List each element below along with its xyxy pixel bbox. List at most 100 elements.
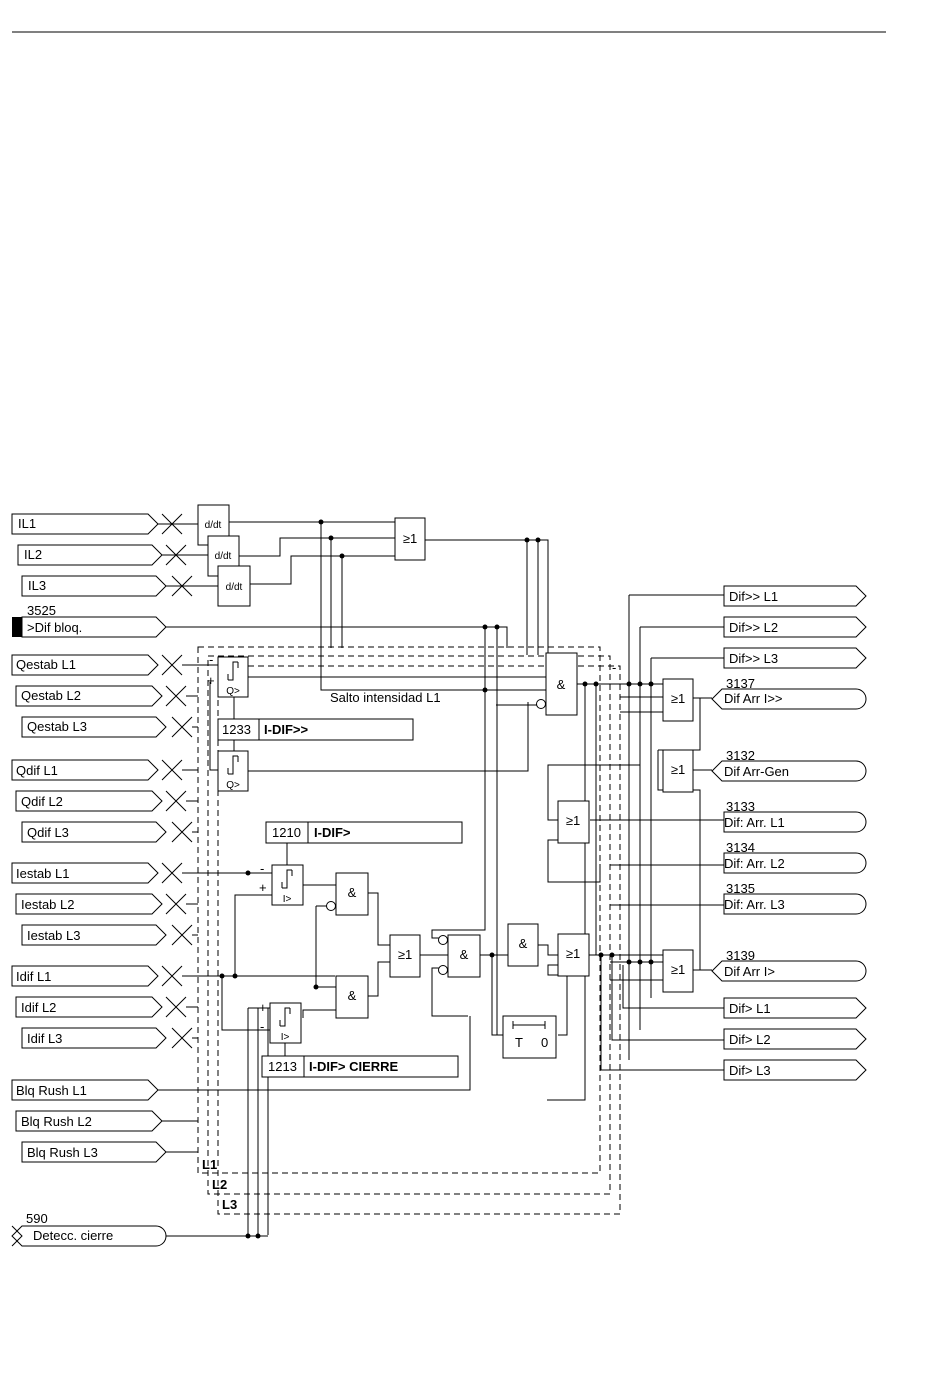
svg-text:Idif L1: Idif L1 [16,969,51,984]
svg-text:≥1: ≥1 [398,947,412,962]
svg-text:+: + [259,880,267,895]
svg-text:Dif>> L2: Dif>> L2 [729,620,778,635]
input-qdif-l1 [11,759,159,781]
svg-text:3137: 3137 [726,676,755,691]
svg-text:1233: 1233 [222,722,251,737]
param-1233 [217,718,414,741]
svg-text:Dif Arr-Gen: Dif Arr-Gen [724,764,789,779]
svg-text:Dif: Arr. L1: Dif: Arr. L1 [724,815,785,830]
svg-text:≥1: ≥1 [671,691,685,706]
salto-label: Salto intensidad L1 [330,690,441,705]
svg-text:Qestab L3: Qestab L3 [27,719,87,734]
svg-text:3132: 3132 [726,748,755,763]
svg-text:≥1: ≥1 [671,962,685,977]
input-iestab-l3 [21,924,167,946]
input-qestab-l2 [15,685,163,707]
svg-text:3134: 3134 [726,840,755,855]
param-1210 [265,821,463,844]
input-il1 [11,513,159,535]
svg-text:>Dif bloq.: >Dif bloq. [27,620,82,635]
output-dif-arr-l2 [723,852,867,874]
svg-text:Iestab L1: Iestab L1 [16,866,70,881]
junction-dots [219,519,654,1239]
output-difhh-l3 [723,647,867,669]
svg-text:1213: 1213 [268,1059,297,1074]
output-dif-arr-l3 [723,893,867,915]
output-difhh-l1 [723,585,867,607]
svg-text:Blq Rush L3: Blq Rush L3 [27,1145,98,1160]
svg-text:Dif Arr I>>: Dif Arr I>> [724,691,783,706]
svg-text:&: & [557,677,566,692]
frame-l1 [197,646,601,1174]
input-iestab-l1 [11,862,159,884]
svg-text:IL2: IL2 [24,547,42,562]
input-rush-l1 [11,1079,159,1101]
hysteresis-icon [228,755,238,775]
or-gate-right [557,933,590,977]
svg-text:3525: 3525 [27,603,56,618]
input-qdif-l3 [21,821,167,843]
output-dif-arr-ihh [711,688,867,710]
output-difh-l2 [723,1028,867,1050]
frame-l2-label: L2 [212,1177,227,1192]
svg-text:I>: I> [281,1032,290,1043]
output-dif-arr-gen [711,760,867,782]
svg-text:Dif Arr I>: Dif Arr I> [724,964,775,979]
timer-block [502,1015,557,1059]
input-rush-l2 [15,1110,163,1132]
svg-text:d/dt: d/dt [226,582,243,593]
svg-text:≥1: ≥1 [566,946,580,961]
or-gate-didt [394,517,426,561]
svg-text:T: T [515,1035,523,1050]
and-gate-5 [507,923,539,967]
hysteresis-icon [228,661,238,681]
frame-l1-label: L1 [202,1157,217,1172]
svg-text:3139: 3139 [726,948,755,963]
or-gate-mid [389,934,421,978]
frame-l2 [207,655,611,1195]
svg-text:0: 0 [541,1035,548,1050]
svg-text:Blq Rush L1: Blq Rush L1 [16,1083,87,1098]
svg-text:I-DIF> CIERRE: I-DIF> CIERRE [309,1059,399,1074]
svg-text:-: - [612,660,616,675]
wires [158,521,724,1237]
svg-text:&: & [519,936,528,951]
output-difh-l3 [723,1059,867,1081]
hysteresis-icon [282,869,292,889]
or-gate-arr-gen [662,749,694,793]
and-gate-2 [335,872,369,916]
svg-text:Qdif L1: Qdif L1 [16,763,58,778]
svg-text:Qestab L2: Qestab L2 [21,688,81,703]
frame-l3-label: L3 [222,1197,237,1212]
svg-text:Qestab L1: Qestab L1 [16,657,76,672]
svg-text:IL1: IL1 [18,516,36,531]
svg-text:Dif>> L3: Dif>> L3 [729,651,778,666]
svg-text:Dif: Arr. L3: Dif: Arr. L3 [724,897,785,912]
blocking-marker [12,617,22,637]
input-iestab-l2 [15,893,163,915]
negation-circle [536,699,546,709]
svg-text:I>: I> [283,894,292,905]
svg-text:Qdif L2: Qdif L2 [21,794,63,809]
svg-text:Dif> L2: Dif> L2 [729,1032,771,1047]
or-gate-gating [557,800,590,844]
inputs: IL1 IL2 IL3 3525 >Dif bloq. Qestab L1 Qe… [11,513,167,1247]
and-gate-4 [447,934,481,978]
svg-text:Iestab L2: Iestab L2 [21,897,75,912]
svg-text:+: + [207,673,215,688]
svg-text:+: + [259,1000,267,1015]
param-1213 [261,1055,459,1078]
svg-text:Q>: Q> [226,686,240,697]
svg-text:Blq Rush L2: Blq Rush L2 [21,1114,92,1129]
input-qestab-l1 [11,654,159,676]
svg-text:-: - [260,1019,264,1034]
output-dif-arr-ih [711,960,867,982]
svg-text:3135: 3135 [726,881,755,896]
svg-text:Iestab L3: Iestab L3 [27,928,81,943]
ddt-block-l3 [217,565,251,607]
wire-crosses [161,513,193,1049]
svg-text:≥1: ≥1 [671,762,685,777]
svg-text:Dif>> L1: Dif>> L1 [729,589,778,604]
input-qdif-l2 [15,790,163,812]
or-gate-arr-ih [662,949,694,993]
